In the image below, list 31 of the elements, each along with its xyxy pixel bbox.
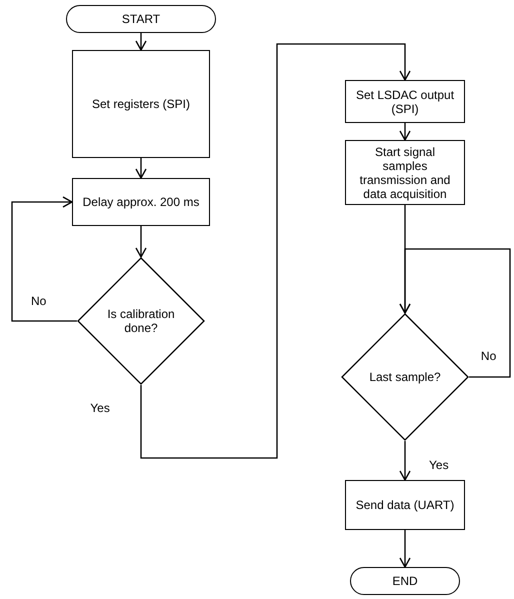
step-text: Set LSDAC output (SPI)	[354, 88, 456, 116]
terminal-box	[66, 5, 216, 33]
step-text: START	[122, 12, 160, 26]
edge-label: No	[30, 294, 48, 308]
arrow	[399, 441, 411, 481]
arrow	[135, 226, 147, 258]
step-text: Set registers (SPI)	[92, 97, 190, 111]
edge-label: Yes	[428, 458, 450, 472]
step-text: Delay approx. 200 ms	[82, 195, 200, 209]
edge-label: Yes	[89, 401, 111, 415]
arrow	[399, 248, 511, 378]
step-text: END	[392, 574, 418, 588]
arrow	[11, 196, 77, 322]
decision-diamond	[77, 257, 205, 385]
step-text: Send data (UART)	[356, 498, 454, 512]
arrow	[399, 530, 411, 568]
process-box	[345, 480, 465, 530]
step-text: Last sample?	[369, 370, 441, 384]
process-box	[72, 50, 210, 158]
edge-label: No	[480, 349, 498, 363]
step-text: Is calibration done?	[106, 307, 176, 335]
process-box	[72, 178, 210, 226]
step-text: Start signal samples transmission and data acquisition	[358, 144, 452, 200]
process-box	[345, 140, 465, 205]
arrow	[399, 123, 411, 141]
process-box	[345, 80, 465, 123]
arrow	[135, 158, 147, 179]
decision-diamond	[341, 313, 469, 441]
arrow	[135, 33, 147, 51]
terminal-box	[350, 567, 460, 595]
arrow	[140, 43, 411, 459]
